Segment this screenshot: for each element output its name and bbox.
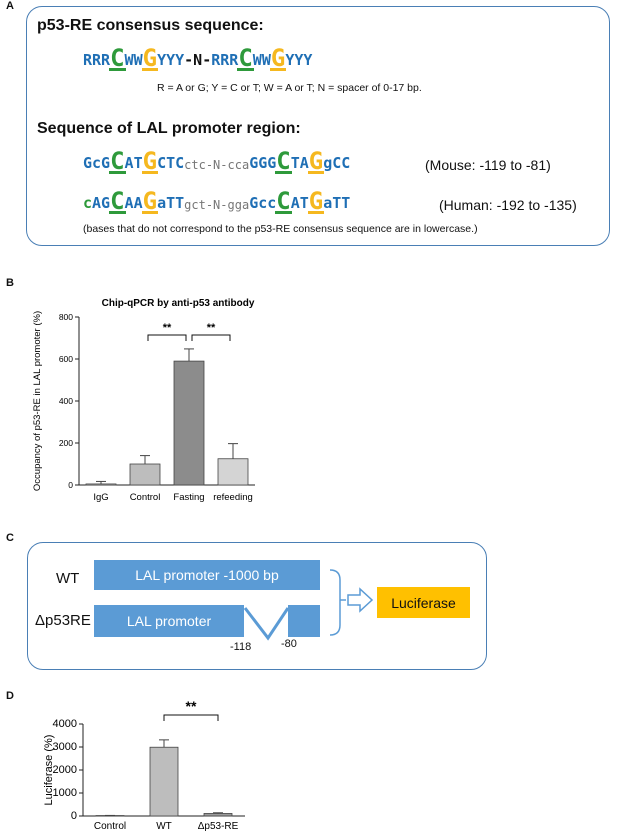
y-tick-label: 0 — [68, 480, 73, 490]
sequence-segment: gct-N-gga — [184, 198, 250, 212]
y-axis-label: Occupancy of p53-RE in LAL promoter (%) — [32, 311, 43, 491]
significance-stars: ** — [186, 698, 197, 714]
lowercase-footnote: (bases that do not correspond to the p53… — [83, 223, 478, 235]
sequence-segment: gCC — [323, 154, 351, 172]
bar — [173, 360, 205, 486]
mutant-promoter-bar: LAL promoter — [94, 605, 244, 637]
significance-bracket — [147, 334, 187, 341]
significance-bracket — [163, 714, 219, 721]
panel-a-label: A — [6, 0, 14, 12]
consensus-legend: R = A or G; Y = C or T; W = A or T; N = … — [157, 82, 422, 94]
wt-label: WT — [56, 570, 80, 587]
panel-d-label: D — [6, 690, 14, 702]
bracket — [329, 569, 341, 636]
mouse-region: (Mouse: -119 to -81) — [425, 157, 551, 173]
chart-b-chip-qpcr: Chip-qPCR by anti-p53 antibodyOccupancy … — [32, 298, 255, 503]
sequence-segment: CTC — [157, 154, 185, 172]
y-tick-label: 2000 — [53, 764, 77, 776]
category-label: Control — [130, 492, 161, 503]
y-axis-label: Luciferase (%) — [43, 735, 55, 806]
sequence-segment: GGG — [249, 154, 277, 172]
sequence-segment: AT — [290, 194, 309, 212]
sequence-core-base: C — [275, 187, 292, 215]
category-label: IgG — [93, 492, 108, 503]
wt-promoter-bar: LAL promoter -1000 bp — [94, 560, 320, 590]
human-region: (Human: -192 to -135) — [439, 197, 577, 213]
mutant-promoter-tail — [288, 605, 320, 637]
sequence-segment: YYY — [285, 51, 313, 69]
sequence-core-base: C — [109, 187, 126, 215]
sequence-segment: -N- — [184, 51, 212, 69]
deletion-line — [243, 607, 290, 641]
bar — [203, 813, 233, 817]
sequence-segment: AA — [124, 194, 143, 212]
panel-c-connectors — [243, 569, 374, 641]
bar — [149, 746, 179, 817]
category-label: Control — [94, 821, 126, 832]
y-tick-label: 3000 — [53, 741, 77, 753]
sequence-core-base: G — [141, 147, 159, 175]
sequence-segment: aTT — [323, 194, 351, 212]
sequence-core-base: G — [269, 44, 287, 72]
sequence-segment: ctc-N-cca — [184, 158, 250, 172]
y-tick-label: 800 — [59, 312, 73, 322]
position-right: -80 — [281, 638, 297, 650]
category-label: Fasting — [173, 492, 204, 503]
bar — [217, 458, 249, 486]
sequence-core-base: G — [141, 187, 159, 215]
category-label: refeeding — [213, 492, 253, 503]
category-label: Δp53-RE — [198, 821, 239, 832]
bar — [129, 463, 161, 486]
sequence-core-base: G — [141, 44, 159, 72]
sequence-core-base: G — [307, 187, 325, 215]
panel-c-box — [27, 542, 487, 670]
sequence-segment: AG — [92, 194, 111, 212]
category-label: WT — [156, 821, 172, 832]
sequence-segment: TA — [290, 154, 309, 172]
y-tick-label: 4000 — [53, 718, 77, 730]
bar — [85, 483, 117, 486]
sequence-segment: YYY — [157, 51, 185, 69]
significance-stars: ** — [163, 322, 172, 334]
sequence-core-base: G — [307, 147, 325, 175]
panel-b-label: B — [6, 277, 14, 289]
sequence-core-base: C — [109, 147, 126, 175]
y-tick-label: 600 — [59, 354, 73, 364]
chart-title: Chip-qPCR by anti-p53 antibody — [102, 298, 255, 309]
sequence-segment: Gcc — [249, 194, 277, 212]
y-tick-label: 0 — [71, 810, 77, 822]
sequence-segment: AT — [124, 154, 143, 172]
sequence-core-base: C — [237, 44, 254, 72]
position-left: -118 — [230, 641, 252, 653]
sequence-segment: GcG — [83, 154, 111, 172]
sequence-segment: RRR — [211, 51, 239, 69]
sequence-segment: WW — [252, 51, 271, 69]
arrow-icon — [347, 587, 374, 613]
sequence-segment: aTT — [157, 194, 185, 212]
panel-c-label: C — [6, 532, 14, 544]
y-tick-label: 200 — [59, 438, 73, 448]
luciferase-box: Luciferase — [377, 587, 470, 618]
sequence-segment: RRR — [83, 51, 111, 69]
y-tick-label: 400 — [59, 396, 73, 406]
significance-stars: ** — [207, 322, 216, 334]
sequence-segment: c — [83, 194, 93, 212]
significance-bracket — [191, 334, 231, 341]
y-tick-label: 1000 — [53, 787, 77, 799]
sequence-core-base: C — [275, 147, 292, 175]
consensus-title: p53-RE consensus sequence: — [37, 17, 264, 34]
sequence-segment: WW — [124, 51, 143, 69]
lal-sequence-title: Sequence of LAL promoter region: — [37, 120, 301, 137]
mutant-label: Δp53RE — [35, 612, 91, 629]
sequence-core-base: C — [109, 44, 126, 72]
